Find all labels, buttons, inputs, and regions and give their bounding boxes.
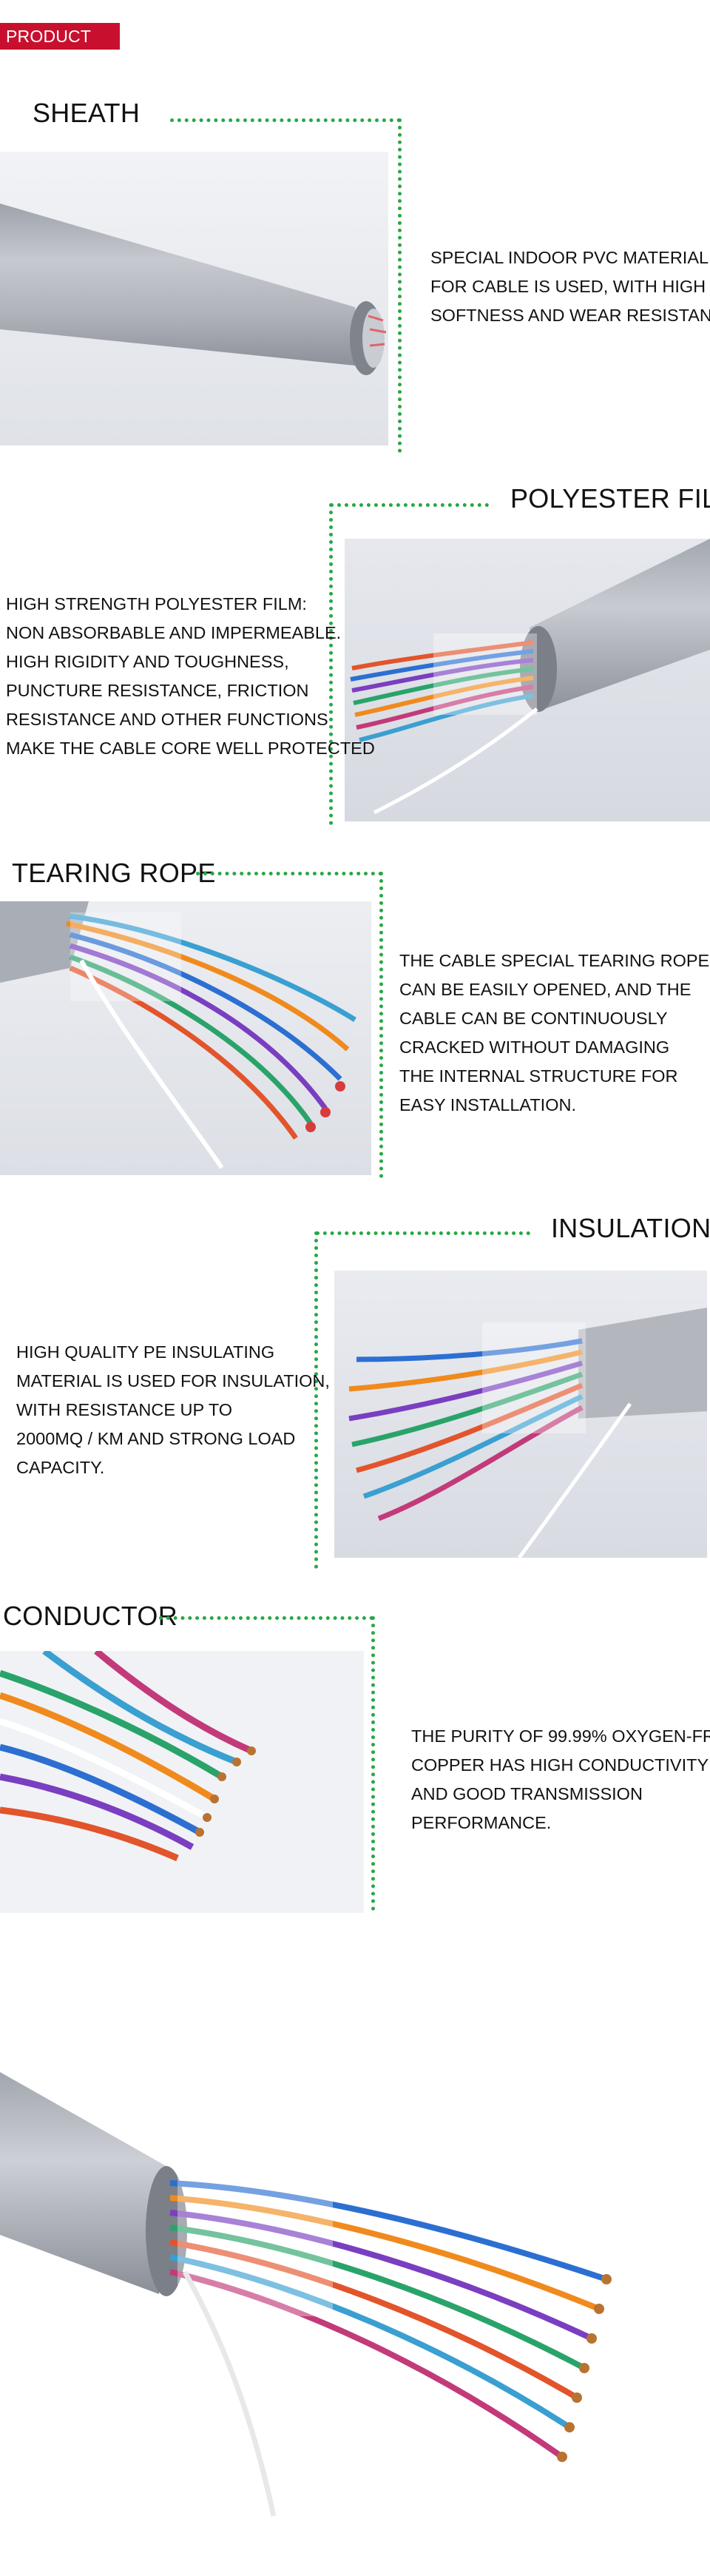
conductor-description: THE PURITY OF 99.99% OXYGEN-FREE COPPER … [411,1726,710,1832]
cable-hero-photo [0,1924,710,2576]
sheath-photo [0,152,388,445]
sheath-description: SPECIAL INDOOR PVC MATERIAL FOR CABLE IS… [430,248,710,325]
conductor-photo [0,1651,364,1913]
guide-line [316,1231,530,1235]
guide-line [314,1231,318,1569]
guide-line [329,503,333,825]
polyester-film-description: HIGH STRENGTH POLYESTER FILM: NON ABSORB… [6,594,375,758]
guide-line [170,118,401,122]
guide-line [398,118,402,453]
section-title-polyester-film: POLYESTER FILM [510,483,710,514]
guide-line [371,1616,375,1911]
tearing-rope-photo [0,901,371,1175]
insulation-description: HIGH QUALITY PE INSULATING MATERIAL IS U… [16,1342,330,1477]
insulation-photo [334,1271,707,1558]
section-title-insulation: INSULATION [551,1213,710,1243]
polyester-film-photo [345,539,710,821]
section-title-conductor: CONDUCTOR [3,1601,178,1631]
guide-line [159,1616,373,1620]
guide-line [196,872,382,875]
product-mix-badge: PRODUCT MIX [0,23,120,73]
guide-line [330,503,489,507]
tearing-rope-description: THE CABLE SPECIAL TEARING ROPE CAN BE EA… [399,951,710,1114]
section-title-tearing-rope: TEARING ROPE [12,858,216,888]
guide-line [379,872,383,1178]
section-title-sheath: SHEATH [33,98,141,128]
